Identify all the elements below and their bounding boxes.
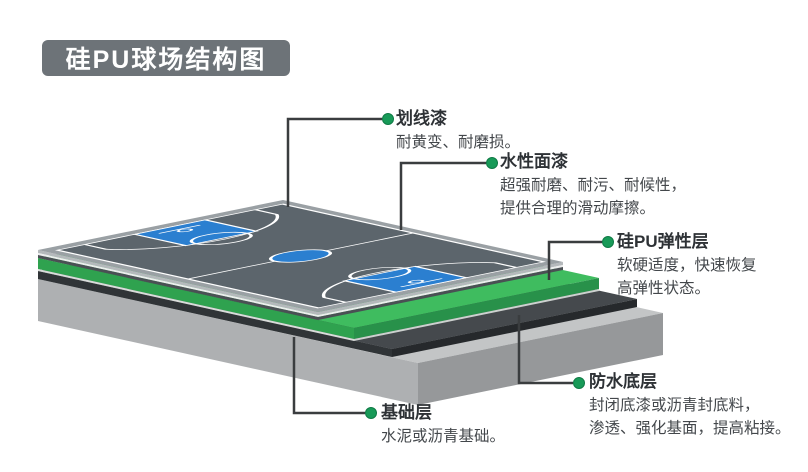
callout-title: 基础层 xyxy=(381,403,432,422)
slab-front-light-stripe xyxy=(38,250,318,315)
hoop-right xyxy=(407,279,425,284)
court-slab-side xyxy=(38,250,563,320)
leader-top-coat xyxy=(399,161,486,230)
callout-title: 防水底层 xyxy=(589,372,657,391)
elastic-right-separator xyxy=(354,289,599,341)
dot-waterproof-base xyxy=(573,377,585,389)
slab-right-light-stripe xyxy=(318,262,563,315)
slab-front-white-stripe xyxy=(38,253,318,317)
callout-desc: 封闭底漆或沥青封底料， xyxy=(589,396,760,414)
center-circle xyxy=(268,249,333,263)
elastic-front-separator xyxy=(38,269,354,341)
elastic-right-face xyxy=(354,278,599,339)
callout-desc: 超强耐磨、耐污、耐候性， xyxy=(500,176,687,194)
free-throw-circle-right xyxy=(348,266,412,281)
callout-title: 硅PU弹性层 xyxy=(617,232,709,251)
waterproof-front-face xyxy=(38,271,392,357)
elastic-front-face xyxy=(38,258,354,339)
leader-line-paint xyxy=(286,117,382,207)
slab-front-dark-stripe xyxy=(38,255,318,320)
waterproof-right-face xyxy=(392,299,637,357)
dot-top-coat xyxy=(486,157,498,169)
dot-elastic-layer xyxy=(602,236,614,248)
page-title: 硅PU球场结构图 xyxy=(65,46,267,74)
backboard-right xyxy=(399,278,443,288)
callout-desc: 渗透、强化基面，提高粘接。 xyxy=(589,420,791,438)
leader-lines xyxy=(286,117,602,415)
callout-top-coat: 水性面漆 超强耐磨、耐污、耐候性， 提供合理的滑动摩擦。 xyxy=(500,151,686,221)
slab-right-dark-stripe xyxy=(318,267,563,320)
backboard-left xyxy=(158,224,202,234)
callout-line-paint: 划线漆 耐黄变、耐磨损。 xyxy=(396,108,520,154)
callout-desc: 耐黄变、耐磨损。 xyxy=(396,133,521,151)
hoop-left xyxy=(176,228,194,233)
callout-title: 水性面漆 xyxy=(500,152,568,171)
three-point-arc-left xyxy=(83,209,280,250)
three-point-arc-right xyxy=(321,262,518,303)
leader-waterproof-base xyxy=(517,315,573,385)
leader-elastic-layer xyxy=(547,240,602,280)
callout-elastic-layer: 硅PU弹性层 软硬适度，快速恢复 高弹性状态。 xyxy=(617,231,757,301)
title-badge: 硅PU球场结构图 xyxy=(42,40,290,76)
foundation-right-face xyxy=(418,313,663,405)
callout-desc: 提供合理的滑动摩擦。 xyxy=(500,200,656,218)
court-markings xyxy=(54,203,547,309)
callout-desc: 高弹性状态。 xyxy=(617,280,711,298)
foundation-front-face xyxy=(38,279,418,405)
callout-title: 划线漆 xyxy=(396,109,447,128)
leader-foundation xyxy=(292,337,365,415)
slab-right-white-stripe xyxy=(318,265,563,317)
callout-waterproof-base: 防水底层 封闭底漆或沥青封底料， 渗透、强化基面，提高粘接。 xyxy=(589,371,791,441)
key-area-right xyxy=(342,265,469,293)
free-throw-circle-left xyxy=(189,231,253,246)
key-area-left xyxy=(132,219,259,247)
dot-line-paint xyxy=(382,113,394,125)
callout-desc: 软硬适度，快速恢复 xyxy=(617,256,757,274)
callout-foundation: 基础层 水泥或沥青基础。 xyxy=(381,402,505,448)
leader-dots xyxy=(365,113,614,419)
callout-desc: 水泥或沥青基础。 xyxy=(381,427,506,445)
dot-foundation xyxy=(365,407,377,419)
court-top-surface xyxy=(38,200,563,312)
